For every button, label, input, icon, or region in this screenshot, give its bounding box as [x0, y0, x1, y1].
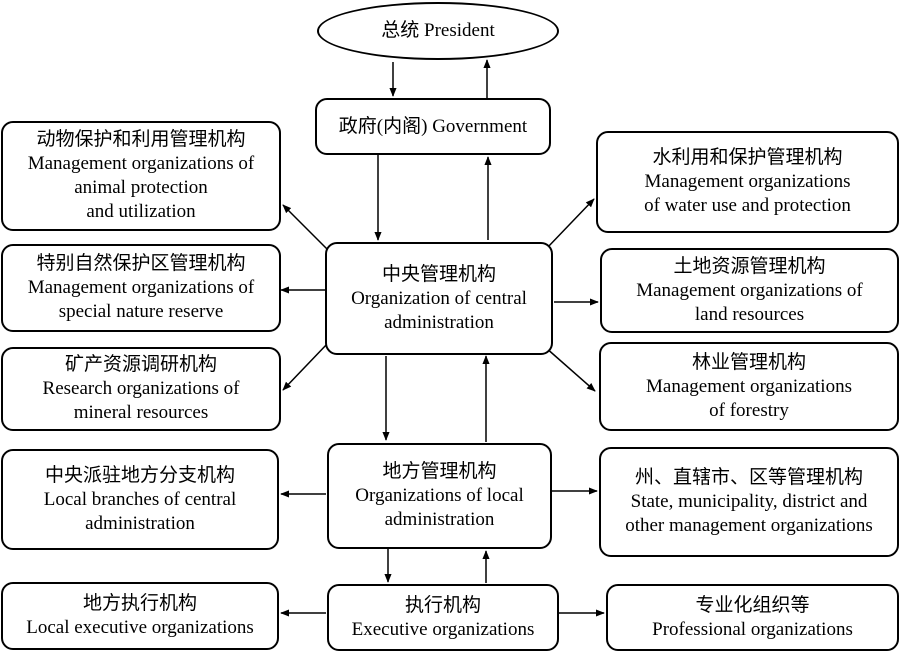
node-line: 林业管理机构: [691, 351, 806, 373]
node-line: Local branches of central: [43, 488, 237, 510]
node-line: 土地资源管理机构: [673, 255, 826, 277]
node-line: 中央派驻地方分支机构: [44, 464, 235, 486]
node-local-administration: 地方管理机构 Organizations of local administrati…: [327, 443, 552, 549]
node-line: 州、直辖市、区等管理机构: [634, 467, 863, 488]
node-line: 政府(内阁) Government: [338, 115, 528, 137]
node-mineral-research: 矿产资源调研机构 Research organizations of mineral…: [1, 347, 281, 431]
node-line: administration: [85, 512, 195, 534]
node-line: Executive organizations: [351, 618, 535, 640]
node-line: land resources: [694, 303, 805, 325]
node-line: administration: [384, 311, 494, 333]
node-line: Organization of central: [351, 287, 527, 309]
node-line: mineral resources: [73, 402, 209, 423]
node-line: 专业化组织等: [695, 594, 810, 616]
node-line: 特别自然保护区管理机构: [36, 253, 246, 274]
node-line: of water use and protection: [644, 195, 851, 216]
node-line: Organizations of local: [355, 485, 524, 506]
node-line: Management organizations of: [636, 279, 863, 301]
node-government: 政府(内阁) Government: [315, 98, 551, 155]
arrow-central-to-water: [546, 198, 595, 249]
node-line: 地方管理机构: [382, 461, 497, 482]
node-line: 动物保护和利用管理机构: [36, 129, 246, 150]
arrow-central-to-mineral: [282, 342, 329, 391]
node-line: of forestry: [709, 399, 789, 421]
node-line: administration: [384, 509, 495, 530]
node-state-municipality: 州、直辖市、区等管理机构 State, municipality, distric…: [599, 447, 899, 557]
arrow-central-to-forestry: [544, 346, 596, 392]
node-line: special nature reserve: [58, 301, 224, 322]
node-line: 总统 President: [381, 20, 495, 41]
node-line: 地方执行机构: [82, 593, 197, 614]
node-animal-protection: 动物保护和利用管理机构 Management organizations of an…: [1, 121, 281, 231]
node-line: Management organizations: [644, 171, 851, 192]
node-local-executive: 地方执行机构 Local executive organizations: [1, 582, 279, 650]
node-line: and utilization: [86, 201, 196, 222]
node-line: other management organizations: [625, 515, 873, 536]
arrow-central-to-animal: [282, 204, 329, 251]
node-nature-reserve: 特别自然保护区管理机构 Management organizations of sp…: [1, 244, 281, 332]
node-line: State, municipality, district and: [630, 491, 868, 512]
node-president: 总统 President: [317, 2, 559, 60]
node-line: 矿产资源调研机构: [64, 354, 217, 375]
node-line: animal protection: [74, 177, 208, 198]
node-line: Management organizations of: [27, 153, 255, 174]
node-line: Local executive organizations: [26, 617, 254, 638]
node-line: Professional organizations: [652, 618, 853, 640]
node-water-use: 水利用和保护管理机构 Management organizations of wat…: [596, 131, 899, 233]
node-line: Management organizations of: [27, 277, 255, 298]
node-line: 执行机构: [404, 594, 481, 616]
node-line: Research organizations of: [42, 378, 240, 399]
node-line: Management organizations: [646, 375, 852, 397]
node-line: 水利用和保护管理机构: [652, 147, 843, 168]
node-line: 中央管理机构: [381, 263, 496, 285]
